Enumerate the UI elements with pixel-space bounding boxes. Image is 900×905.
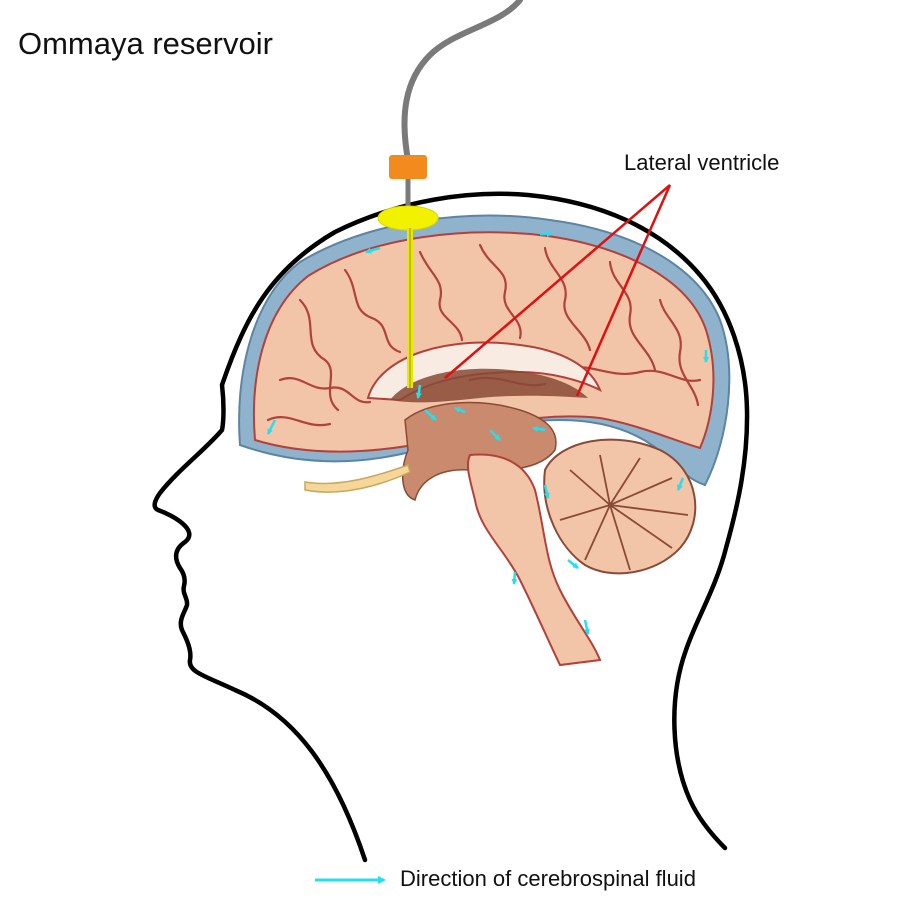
brainstem: [466, 453, 602, 667]
lateral-ventricle-label: Lateral ventricle: [624, 150, 780, 175]
lateral-ventricle-callout-lines: [444, 184, 672, 397]
csf-flow-arrows: [266, 231, 709, 635]
diagram-title: Ommaya reservoir: [18, 26, 273, 61]
cerebellum-folia: [559, 454, 689, 571]
legend-label: Direction of cerebrospinal fluid: [400, 866, 696, 891]
reservoir: [377, 205, 439, 231]
lateral-ventricle: [390, 368, 588, 403]
catheter-cable: [401, 0, 523, 163]
olfactory-tract: [304, 464, 411, 493]
diencephalon: [401, 401, 557, 501]
connector: [389, 155, 427, 179]
brain-sagittal-section: [238, 214, 731, 667]
head-outline: [152, 191, 750, 863]
